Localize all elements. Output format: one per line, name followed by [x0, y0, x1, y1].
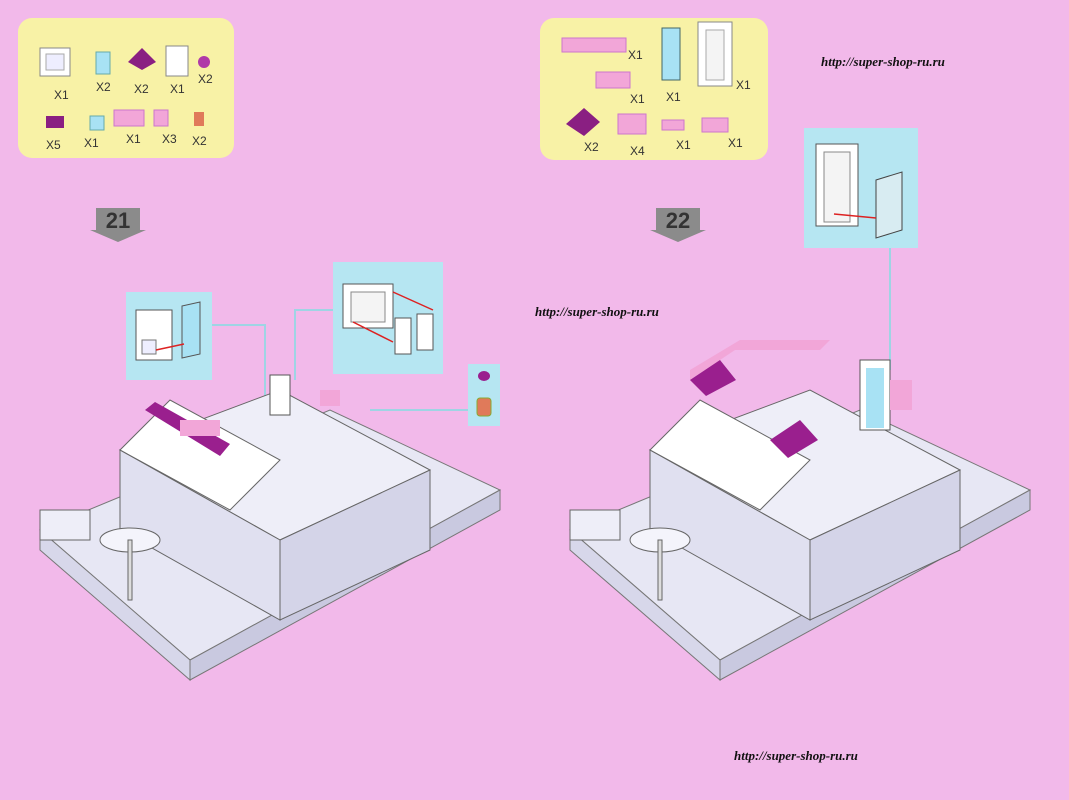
- parts-row-1-icons: [39, 45, 210, 131]
- qty-label: X1: [666, 90, 681, 104]
- qty-label: X2: [96, 80, 111, 94]
- pink-plate-2x2-part-icon: [701, 117, 729, 133]
- lamp-part-icon: [194, 112, 204, 126]
- step-21-marker: 21: [90, 208, 146, 242]
- small-pink-brick-part-icon: [153, 109, 169, 127]
- watermark-url: http://super-shop-ru.ru: [734, 748, 858, 763]
- model-step-21-illustration: [39, 374, 502, 682]
- glass-panel-part-icon: [95, 51, 111, 75]
- door-part-icon: [661, 27, 681, 81]
- parts-panel-left: X1 X2 X2 X1 X2 X5 X1 X1 X3 X2: [18, 18, 234, 158]
- pink-brick-2x2-part-icon: [617, 113, 647, 135]
- callout-window-frame: [333, 262, 443, 374]
- pink-brick-part-icon: [113, 109, 145, 127]
- window-brick-part-icon: [165, 45, 189, 77]
- medium-pink-brick-part-icon: [595, 71, 631, 89]
- purple-plate-part-icon: [46, 116, 64, 128]
- step-arrow-icon: [650, 208, 706, 242]
- step-22-marker: 22: [650, 208, 706, 242]
- qty-label: X1: [628, 48, 643, 62]
- qty-label: X3: [162, 132, 177, 146]
- parts-panel-right: X1 X1 X1 X1 X1 X2 X4 X1 X1: [540, 18, 768, 160]
- qty-label: X2: [198, 72, 213, 86]
- qty-label: X1: [736, 78, 751, 92]
- model-step-22-illustration: [569, 340, 1032, 682]
- slope-brick-part-icon: [128, 48, 156, 70]
- qty-label: X5: [46, 138, 61, 152]
- qty-label: X1: [728, 136, 743, 150]
- callout-door: [804, 128, 918, 248]
- watermark-url: http://super-shop-ru.ru: [821, 54, 945, 69]
- slope-brick-part-icon: [566, 108, 600, 136]
- long-pink-brick-part-icon: [561, 37, 627, 53]
- qty-label: X1: [170, 82, 185, 96]
- step-number: 21: [105, 208, 131, 233]
- watermark-url: http://super-shop-ru.ru: [535, 304, 659, 319]
- qty-label: X2: [584, 140, 599, 154]
- window-brick-assembly-icon: [135, 301, 201, 361]
- qty-label: X4: [630, 144, 645, 158]
- qty-label: X1: [676, 138, 691, 152]
- window-frame-assembly-icon: [342, 283, 434, 355]
- lamp-assembly-icon: [476, 371, 492, 417]
- qty-label: X1: [54, 88, 69, 102]
- step-arrow-icon: [90, 208, 146, 242]
- callout-window-brick: [126, 292, 212, 380]
- parts-right-icons: [561, 21, 733, 136]
- qty-label: X1: [126, 132, 141, 146]
- pink-plate-part-icon: [661, 119, 685, 131]
- tile-part-icon: [89, 115, 105, 131]
- callout-lamp: [468, 364, 500, 426]
- step-number: 22: [665, 208, 691, 233]
- qty-label: X1: [84, 136, 99, 150]
- qty-label: X1: [630, 92, 645, 106]
- round-plate-part-icon: [198, 56, 210, 68]
- qty-label: X2: [134, 82, 149, 96]
- door-assembly-icon: [815, 143, 903, 239]
- qty-label: X2: [192, 134, 207, 148]
